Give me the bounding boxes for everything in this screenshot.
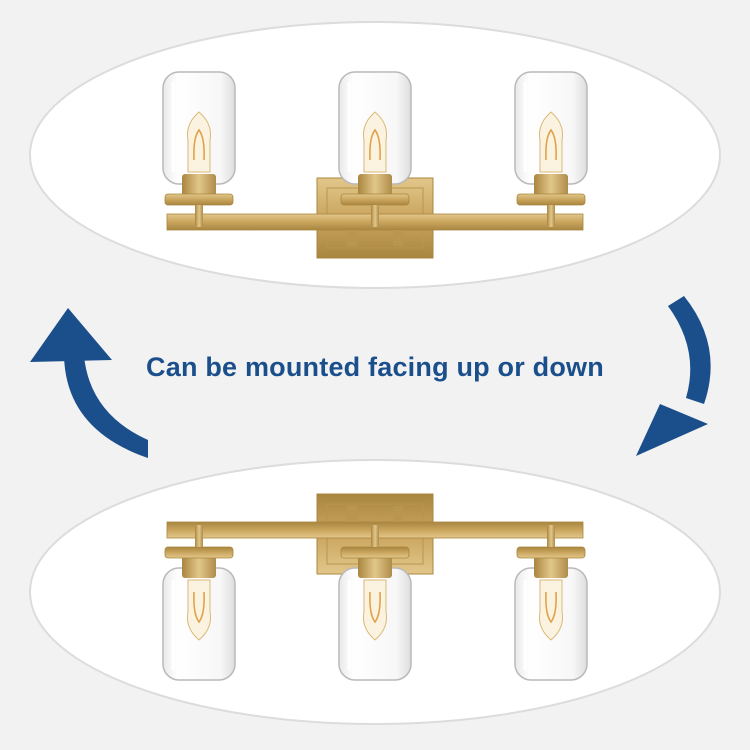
mounting-caption: Can be mounted facing up or down: [146, 352, 604, 382]
fixture-facing-down: [163, 494, 587, 680]
fixture-facing-up: [163, 72, 587, 258]
curved-arrow-down-icon: [636, 296, 711, 456]
curved-arrow-up-icon: [30, 308, 148, 458]
